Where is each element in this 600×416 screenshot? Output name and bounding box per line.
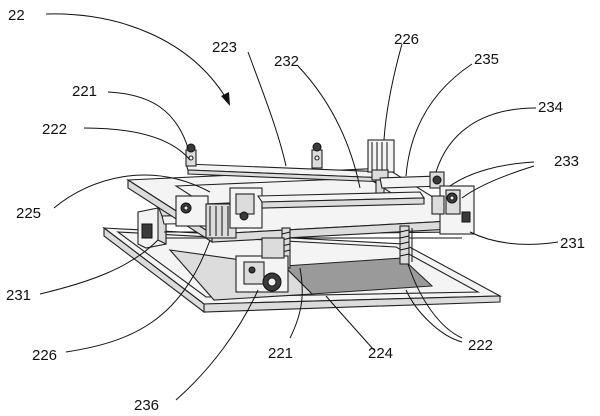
left-side-block <box>137 207 167 249</box>
leader-lines <box>39 13 559 401</box>
label-235: 235 <box>474 51 499 68</box>
spring-posts <box>281 225 413 269</box>
label-223: 223 <box>212 39 237 56</box>
label-22: 22 <box>8 7 25 24</box>
right-rail-assembly <box>379 171 475 235</box>
left-carriage <box>175 187 426 239</box>
label-225: 225 <box>16 205 41 222</box>
label-222-lower: 222 <box>468 337 493 354</box>
label-226-upper: 226 <box>394 31 419 48</box>
label-236: 236 <box>134 397 159 414</box>
upper-motor <box>367 139 395 195</box>
label-231-left: 231 <box>6 287 31 304</box>
bottom-motor <box>235 237 289 293</box>
label-232: 232 <box>274 53 299 70</box>
label-222-upper: 222 <box>42 121 67 138</box>
label-226-lower: 226 <box>32 347 57 364</box>
label-221-lower: 221 <box>268 345 293 362</box>
label-233: 233 <box>554 153 579 170</box>
reference-labels: 22 223 232 226 235 221 234 222 233 225 2… <box>6 7 585 414</box>
upper-rail <box>185 142 389 183</box>
label-231-right: 231 <box>560 235 585 252</box>
label-224: 224 <box>368 345 393 362</box>
label-234: 234 <box>538 99 563 116</box>
label-221-upper: 221 <box>72 83 97 100</box>
